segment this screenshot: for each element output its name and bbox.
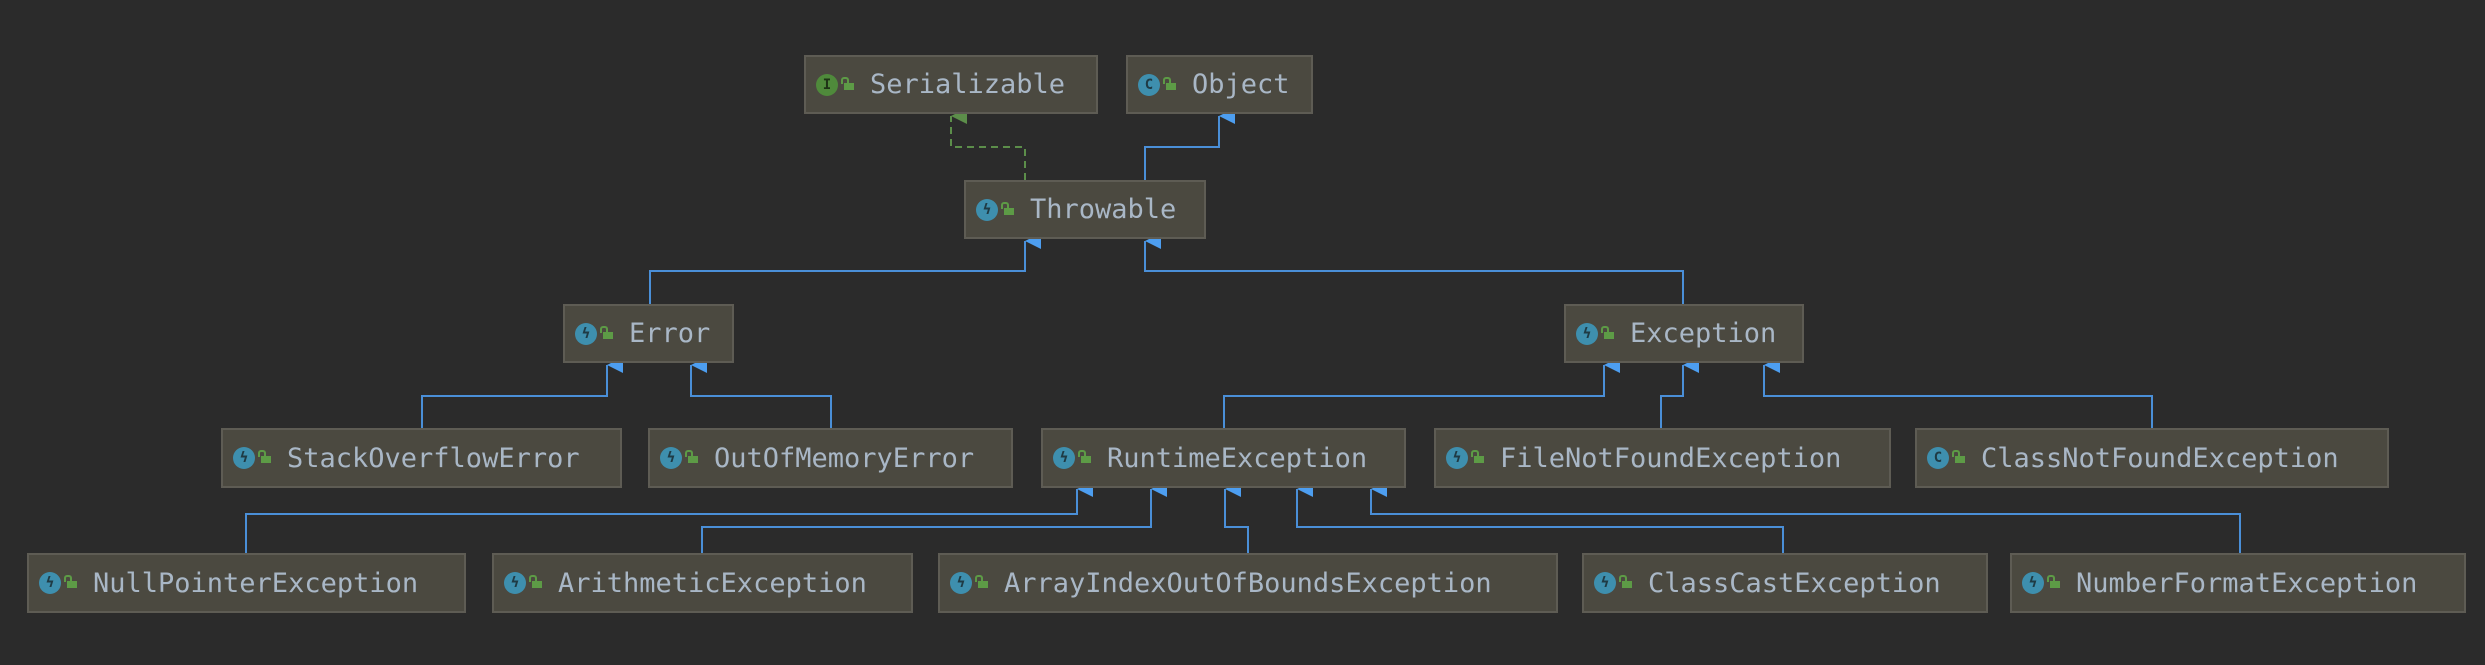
node-exception[interactable]: ϟ Exception — [1564, 304, 1804, 363]
exception-icon: ϟ — [1576, 322, 1598, 345]
public-lock-icon — [685, 450, 698, 463]
node-label: ClassNotFoundException — [1981, 442, 2339, 474]
public-lock-icon — [258, 450, 271, 463]
exception-icon: ϟ — [39, 572, 61, 594]
public-lock-icon — [1163, 76, 1176, 90]
node-array-index-out-of-bounds-exception[interactable]: ϟ ArrayIndexOutOfBoundsException — [938, 553, 1558, 613]
node-file-not-found-exception[interactable]: ϟ FileNotFoundException — [1434, 428, 1891, 488]
node-throwable[interactable]: ϟ Throwable — [964, 180, 1206, 239]
public-lock-icon — [1952, 450, 1965, 463]
node-label: FileNotFoundException — [1500, 442, 1842, 474]
node-label: Exception — [1630, 318, 1777, 349]
edge-classnotfound-exception — [1763, 357, 2153, 428]
node-label: NullPointerException — [93, 567, 419, 599]
node-label: Object — [1192, 69, 1290, 100]
node-label: StackOverflowError — [287, 442, 580, 474]
public-lock-icon — [1601, 325, 1614, 339]
edge-throwable-serializable — [950, 108, 1026, 180]
exception-icon: ϟ — [950, 572, 972, 594]
node-null-pointer-exception[interactable]: ϟ NullPointerException — [27, 553, 466, 613]
node-label: RuntimeException — [1107, 442, 1368, 474]
node-label: ArithmeticException — [558, 567, 867, 599]
exception-icon: ϟ — [976, 198, 998, 221]
node-label: OutOfMemoryError — [714, 442, 975, 474]
node-class-cast-exception[interactable]: ϟ ClassCastException — [1582, 553, 1988, 613]
edge-numberformat-runtime — [1370, 481, 2241, 553]
edge-stackoverflow-error — [421, 357, 623, 428]
public-lock-icon — [975, 575, 988, 588]
edge-error-throwable — [649, 233, 1041, 304]
class-icon: C — [1138, 73, 1160, 96]
public-lock-icon — [600, 325, 613, 339]
node-label: NumberFormatException — [2076, 567, 2418, 599]
public-lock-icon — [1619, 575, 1632, 588]
public-lock-icon — [2047, 575, 2060, 588]
node-class-not-found-exception[interactable]: C ClassNotFoundException — [1915, 428, 2389, 488]
exception-icon: ϟ — [504, 572, 526, 594]
node-label: Error — [629, 318, 711, 349]
node-stack-overflow-error[interactable]: ϟ StackOverflowError — [221, 428, 622, 488]
edge-nullpointer-runtime — [245, 481, 1093, 553]
exception-icon: ϟ — [660, 447, 682, 469]
interface-icon: I — [816, 73, 838, 96]
public-lock-icon — [529, 575, 542, 588]
exception-icon: ϟ — [1446, 447, 1468, 469]
edge-classcast-runtime — [1296, 481, 1784, 553]
exception-icon: ϟ — [2022, 572, 2044, 594]
node-label: Throwable — [1030, 194, 1177, 225]
node-label: ClassCastException — [1648, 567, 1941, 599]
edge-exception-throwable — [1144, 233, 1684, 304]
node-error[interactable]: ϟ Error — [563, 304, 734, 363]
edge-outofmemory-error — [690, 357, 832, 428]
edge-throwable-object — [1144, 108, 1235, 180]
public-lock-icon — [1078, 450, 1091, 463]
node-serializable[interactable]: I Serializable — [804, 55, 1098, 114]
public-lock-icon — [841, 76, 854, 90]
edge-filenotfound-exception — [1660, 357, 1699, 428]
node-runtime-exception[interactable]: ϟ RuntimeException — [1041, 428, 1406, 488]
node-number-format-exception[interactable]: ϟ NumberFormatException — [2010, 553, 2466, 613]
edge-runtime-exception — [1223, 357, 1620, 428]
exception-icon: ϟ — [575, 322, 597, 345]
node-label: ArrayIndexOutOfBoundsException — [1004, 567, 1492, 599]
public-lock-icon — [64, 575, 77, 588]
node-object[interactable]: C Object — [1126, 55, 1313, 114]
edge-arrayindex-runtime — [1224, 481, 1249, 553]
edge-arithmetic-runtime — [701, 481, 1167, 553]
class-icon: C — [1927, 447, 1949, 469]
exception-icon: ϟ — [1594, 572, 1616, 594]
node-arithmetic-exception[interactable]: ϟ ArithmeticException — [492, 553, 913, 613]
node-out-of-memory-error[interactable]: ϟ OutOfMemoryError — [648, 428, 1013, 488]
exception-icon: ϟ — [233, 447, 255, 469]
exception-icon: ϟ — [1053, 447, 1075, 469]
public-lock-icon — [1001, 201, 1014, 215]
node-label: Serializable — [870, 69, 1066, 100]
public-lock-icon — [1471, 450, 1484, 463]
